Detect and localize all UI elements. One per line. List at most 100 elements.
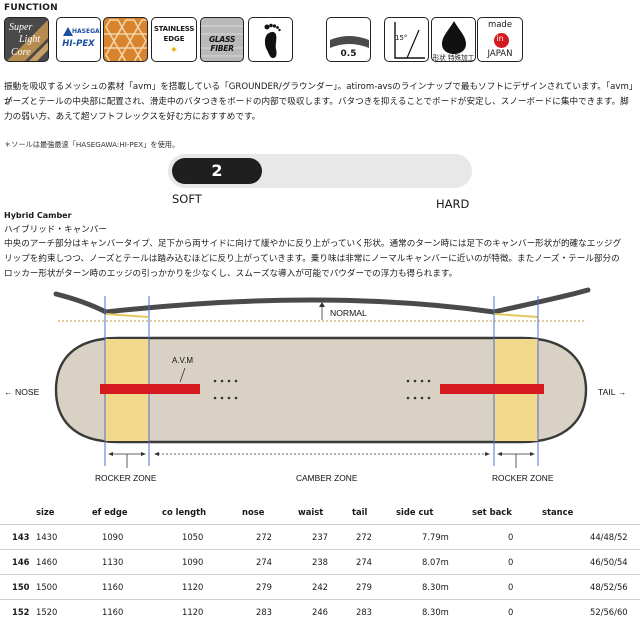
- board-diagram: NORMAL A.V.M ← NOSE TAIL →: [4, 287, 626, 483]
- angle-value: 15°: [395, 34, 408, 42]
- avm-label: A.V.M: [172, 356, 193, 365]
- camber-zone-label: CAMBER ZONE: [296, 473, 358, 483]
- footprint-badge: [248, 17, 293, 62]
- glass-fiber-label: GLASS FIBER: [208, 35, 236, 53]
- cell-value: 1500: [36, 574, 92, 600]
- header-nose: nose: [242, 507, 265, 517]
- cell-value: 1130: [92, 549, 162, 575]
- camber-text-line-3: ロッカー形状がターン時のエッジの引っかかりを少なくし、スムーズな導入が可能でパウ…: [4, 269, 458, 279]
- special-shaping-badge: 形状 特殊加工: [431, 17, 476, 62]
- cell-value: 274: [242, 549, 298, 575]
- header-waist: waist: [298, 507, 324, 517]
- table-row: 152 1520 1160 1120 283 246 283 8.30m 0 5…: [0, 599, 640, 624]
- fiber-weave-icon: [201, 25, 243, 57]
- arrow-6: [530, 452, 535, 456]
- table-header-row: size ef edge co length nose waist tail s…: [0, 500, 640, 525]
- table-row: 143 1430 1090 1050 272 237 272 7.79m 0 4…: [0, 524, 640, 550]
- mesh-material-badge: [103, 17, 148, 62]
- cell-value: 279: [242, 574, 298, 600]
- cell-value: 238: [298, 549, 352, 575]
- cell-value: 242: [298, 574, 352, 600]
- rocker-mark-left: [105, 313, 149, 318]
- cell-value: 274: [352, 549, 396, 575]
- nose-label: ← NOSE: [4, 387, 40, 397]
- rocker-mark-right: [493, 313, 539, 318]
- base-profile-icon: [330, 36, 369, 48]
- camber-profile: [53, 287, 591, 315]
- cell-value: 0: [472, 574, 542, 600]
- hasegawa-hipex-badge: HASEGAWA HI-PEX: [56, 17, 101, 62]
- made-label: made: [487, 20, 513, 30]
- avm-pointer: [179, 367, 186, 383]
- arrow-1: [108, 452, 113, 456]
- cell-value: 283: [352, 599, 396, 624]
- japan-flag-icon: [494, 33, 509, 48]
- honeycomb-mesh-icon: [104, 19, 147, 61]
- cell-value: 48/52/56: [542, 574, 640, 600]
- cell-value: 0: [472, 524, 542, 550]
- glass-fiber-badge: GLASS FIBER: [200, 17, 244, 62]
- flex-soft-label: SOFT: [172, 192, 202, 206]
- camber-text-line-1: 中央のアーチ部分はキャンバータイプ、足下から両サイドに向けて緩やかに反り上がって…: [4, 239, 622, 249]
- header-stance: stance: [542, 507, 574, 517]
- cell-value: 279: [352, 574, 396, 600]
- arrow-5: [497, 452, 502, 456]
- arrow-3: [154, 452, 159, 456]
- cell-value: 1120: [162, 574, 242, 600]
- cell-value: 8.07m: [396, 549, 472, 575]
- arrow-2: [141, 452, 146, 456]
- cell-value: 1460: [36, 549, 92, 575]
- insert-holes-right: [406, 379, 431, 400]
- table-row: 150 1500 1160 1120 279 242 279 8.30m 0 4…: [0, 574, 640, 600]
- flex-value: 2: [172, 158, 262, 184]
- cell-value: 0: [472, 599, 542, 624]
- camber-title: Hybrid Camber: [4, 211, 72, 220]
- camber-text-line-2: リップを約束しつつ、ノーズとテールは踏み込むほどに反り上がっていきます。乗り味は…: [4, 254, 620, 264]
- cell-value: 8.30m: [396, 599, 472, 624]
- description-line-3: 力の弱い方、あえて超ソフトフレックスを好む方におすすめです。: [4, 112, 261, 122]
- header-size: size: [36, 507, 55, 517]
- thickness-value: 0.5: [340, 49, 357, 59]
- shaping-label: 形状 特殊加工: [432, 54, 475, 62]
- cell-value: 46/50/54: [542, 549, 640, 575]
- arrow-4: [485, 452, 490, 456]
- header-set-back: set back: [472, 507, 512, 517]
- drop-icon: [442, 21, 466, 54]
- spec-table: size ef edge co length nose waist tail s…: [0, 500, 640, 624]
- hasegawa-label: HASEGAWA: [72, 28, 100, 35]
- header-side-cut: side cut: [396, 507, 434, 517]
- stainless-edge-badge: STAINLESS EDGE ✦: [151, 17, 197, 62]
- cell-value: 272: [242, 524, 298, 550]
- cell-size: 143: [0, 524, 36, 550]
- japan-label: JAPAN: [487, 49, 513, 59]
- sole-note: ＊ソールは最強最速「HASEGAWA:HI-PEX」を使用。: [4, 140, 180, 149]
- cell-value: 8.30m: [396, 574, 472, 600]
- in-label: in: [496, 34, 504, 43]
- cell-size: 150: [0, 574, 36, 600]
- cell-value: 1090: [92, 524, 162, 550]
- made-in-japan-badge: made in JAPAN: [477, 17, 523, 62]
- header-blank: [0, 500, 36, 525]
- normal-label: NORMAL: [330, 308, 367, 318]
- description-line-1: 振動を吸収するメッシュの素材「avm」を搭載している「GROUNDER/グラウン…: [4, 82, 634, 107]
- cell-value: 246: [298, 599, 352, 624]
- super-label: Super: [9, 22, 33, 33]
- edge-label: EDGE: [163, 35, 185, 43]
- cell-value: 1090: [162, 549, 242, 575]
- angle-icon: [394, 22, 425, 59]
- cell-value: 283: [242, 599, 298, 624]
- cell-value: 1050: [162, 524, 242, 550]
- header-co-length: co length: [162, 507, 207, 517]
- cell-size: 152: [0, 599, 36, 624]
- hasegawa-logo-icon: [63, 27, 73, 36]
- table-row: 146 1460 1130 1090 274 238 274 8.07m 0 4…: [0, 549, 640, 575]
- hipex-label: HI-PEX: [62, 39, 95, 49]
- cell-value: 7.79m: [396, 524, 472, 550]
- header-tail: tail: [352, 507, 368, 517]
- avm-bar-nose: [100, 384, 200, 394]
- cell-value: 52/56/60: [542, 599, 640, 624]
- stainless-label: STAINLESS: [153, 25, 195, 33]
- camber-subtitle: ハイブリッド・キャンバー: [4, 225, 107, 235]
- rocker-zone-right-label: ROCKER ZONE: [492, 473, 554, 483]
- avm-bar-tail: [440, 384, 544, 394]
